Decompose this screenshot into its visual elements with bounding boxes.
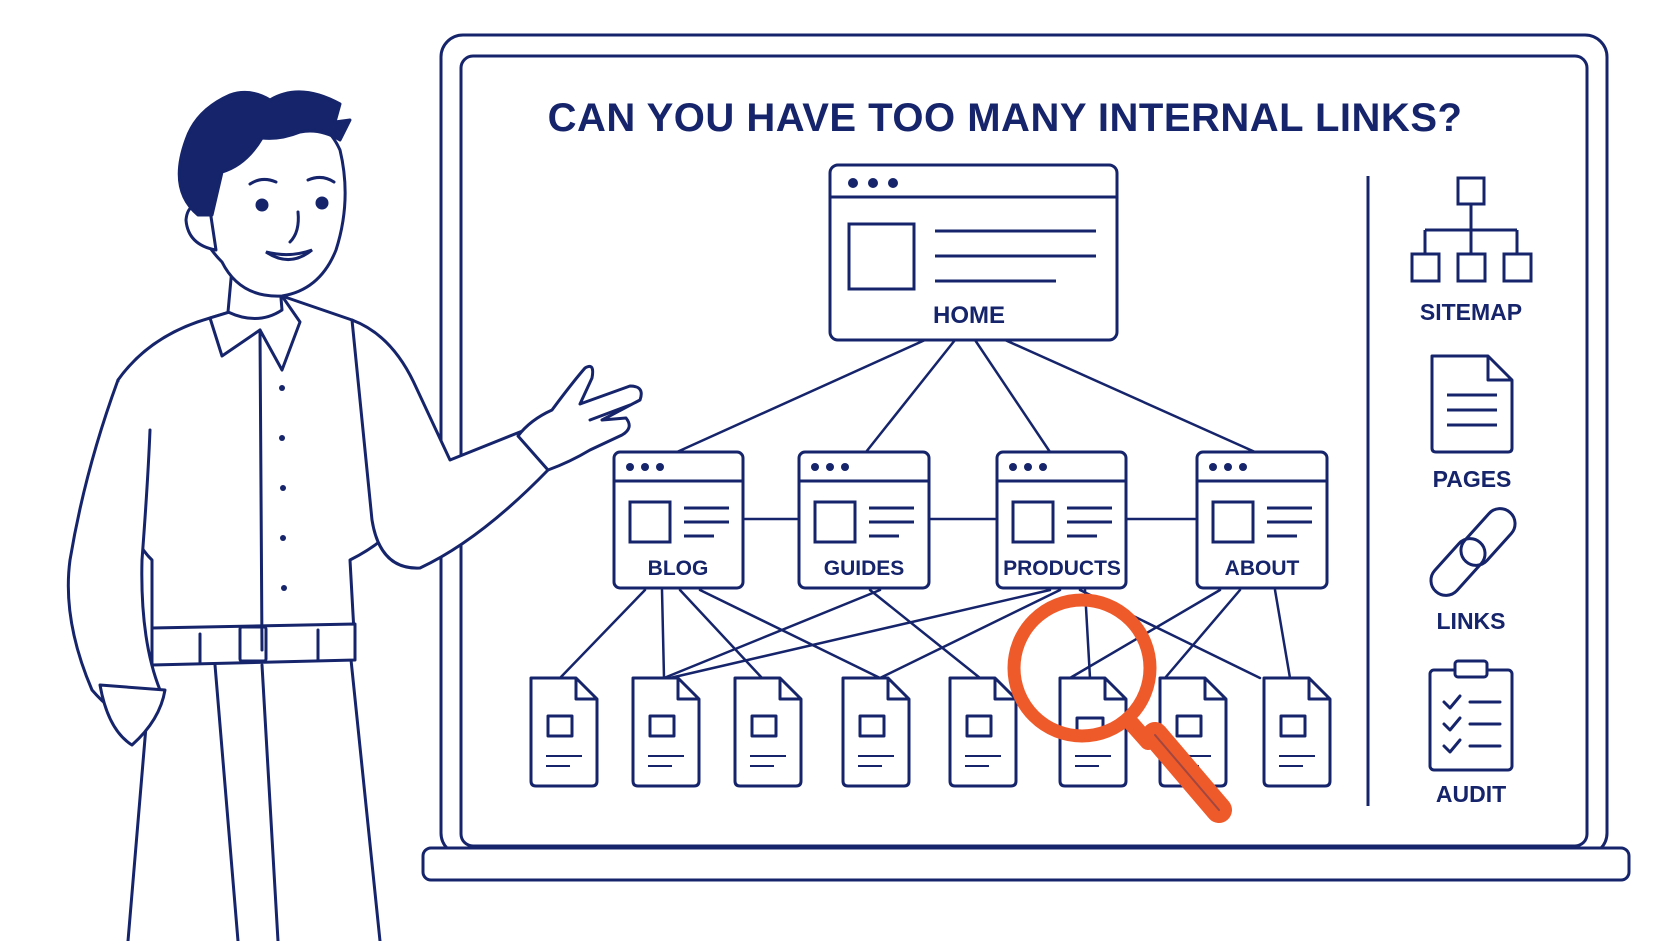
sidebar-label-links: LINKS <box>1437 608 1506 634</box>
page-documents <box>529 676 1332 788</box>
presenter-left-hand <box>98 683 167 747</box>
section-label-products: PRODUCTS <box>1003 557 1121 580</box>
sidebar-item-sitemap: SITEMAP <box>1410 176 1533 325</box>
section-label-about: ABOUT <box>1225 557 1300 580</box>
page-document-icon <box>948 676 1018 788</box>
whiteboard-tray <box>421 846 1631 882</box>
section-products: PRODUCTS <box>995 450 1128 590</box>
link-lines <box>558 338 1292 680</box>
presenter-trousers <box>126 648 382 941</box>
sidebar-item-links: LINKS <box>1429 507 1517 634</box>
page-document-icon <box>1262 676 1332 788</box>
presenter-right-hand <box>516 364 643 472</box>
section-about: ABOUT <box>1195 450 1329 590</box>
page-document-icon <box>841 676 911 788</box>
section-label-guides: GUIDES <box>824 557 905 580</box>
sidebar-label-pages: PAGES <box>1433 466 1512 492</box>
whiteboard-inner-frame <box>459 54 1589 848</box>
page-document-icon <box>733 676 803 788</box>
belt-buckle <box>238 625 268 663</box>
sidebar-label-audit: AUDIT <box>1436 781 1506 807</box>
presenter-face-details <box>248 175 336 261</box>
sidebar-label-sitemap: SITEMAP <box>1420 299 1522 325</box>
section-label-blog: BLOG <box>648 557 709 580</box>
sitemap-icon <box>1410 176 1533 283</box>
shirt-buttons <box>279 385 287 591</box>
clipboard-checklist-icon <box>1428 659 1514 772</box>
chain-link-icon <box>1429 507 1517 597</box>
presenter-right-arm <box>350 318 550 570</box>
presenter-hair <box>177 90 352 217</box>
home-window-dots <box>848 178 898 188</box>
magnifying-glass-icon <box>1007 593 1232 823</box>
home-page-window <box>828 163 1119 342</box>
home-label: HOME <box>933 302 1005 329</box>
diagram-title: CAN YOU HAVE TOO MANY INTERNAL LINKS? <box>548 96 1463 140</box>
section-guides: GUIDES <box>797 450 931 590</box>
document-icon <box>1430 354 1514 454</box>
page-document-icon <box>631 676 701 788</box>
sidebar-item-audit: AUDIT <box>1428 659 1514 807</box>
page-document-icon <box>529 676 599 788</box>
sidebar-item-pages: PAGES <box>1430 354 1514 492</box>
section-blog: BLOG <box>612 450 745 590</box>
